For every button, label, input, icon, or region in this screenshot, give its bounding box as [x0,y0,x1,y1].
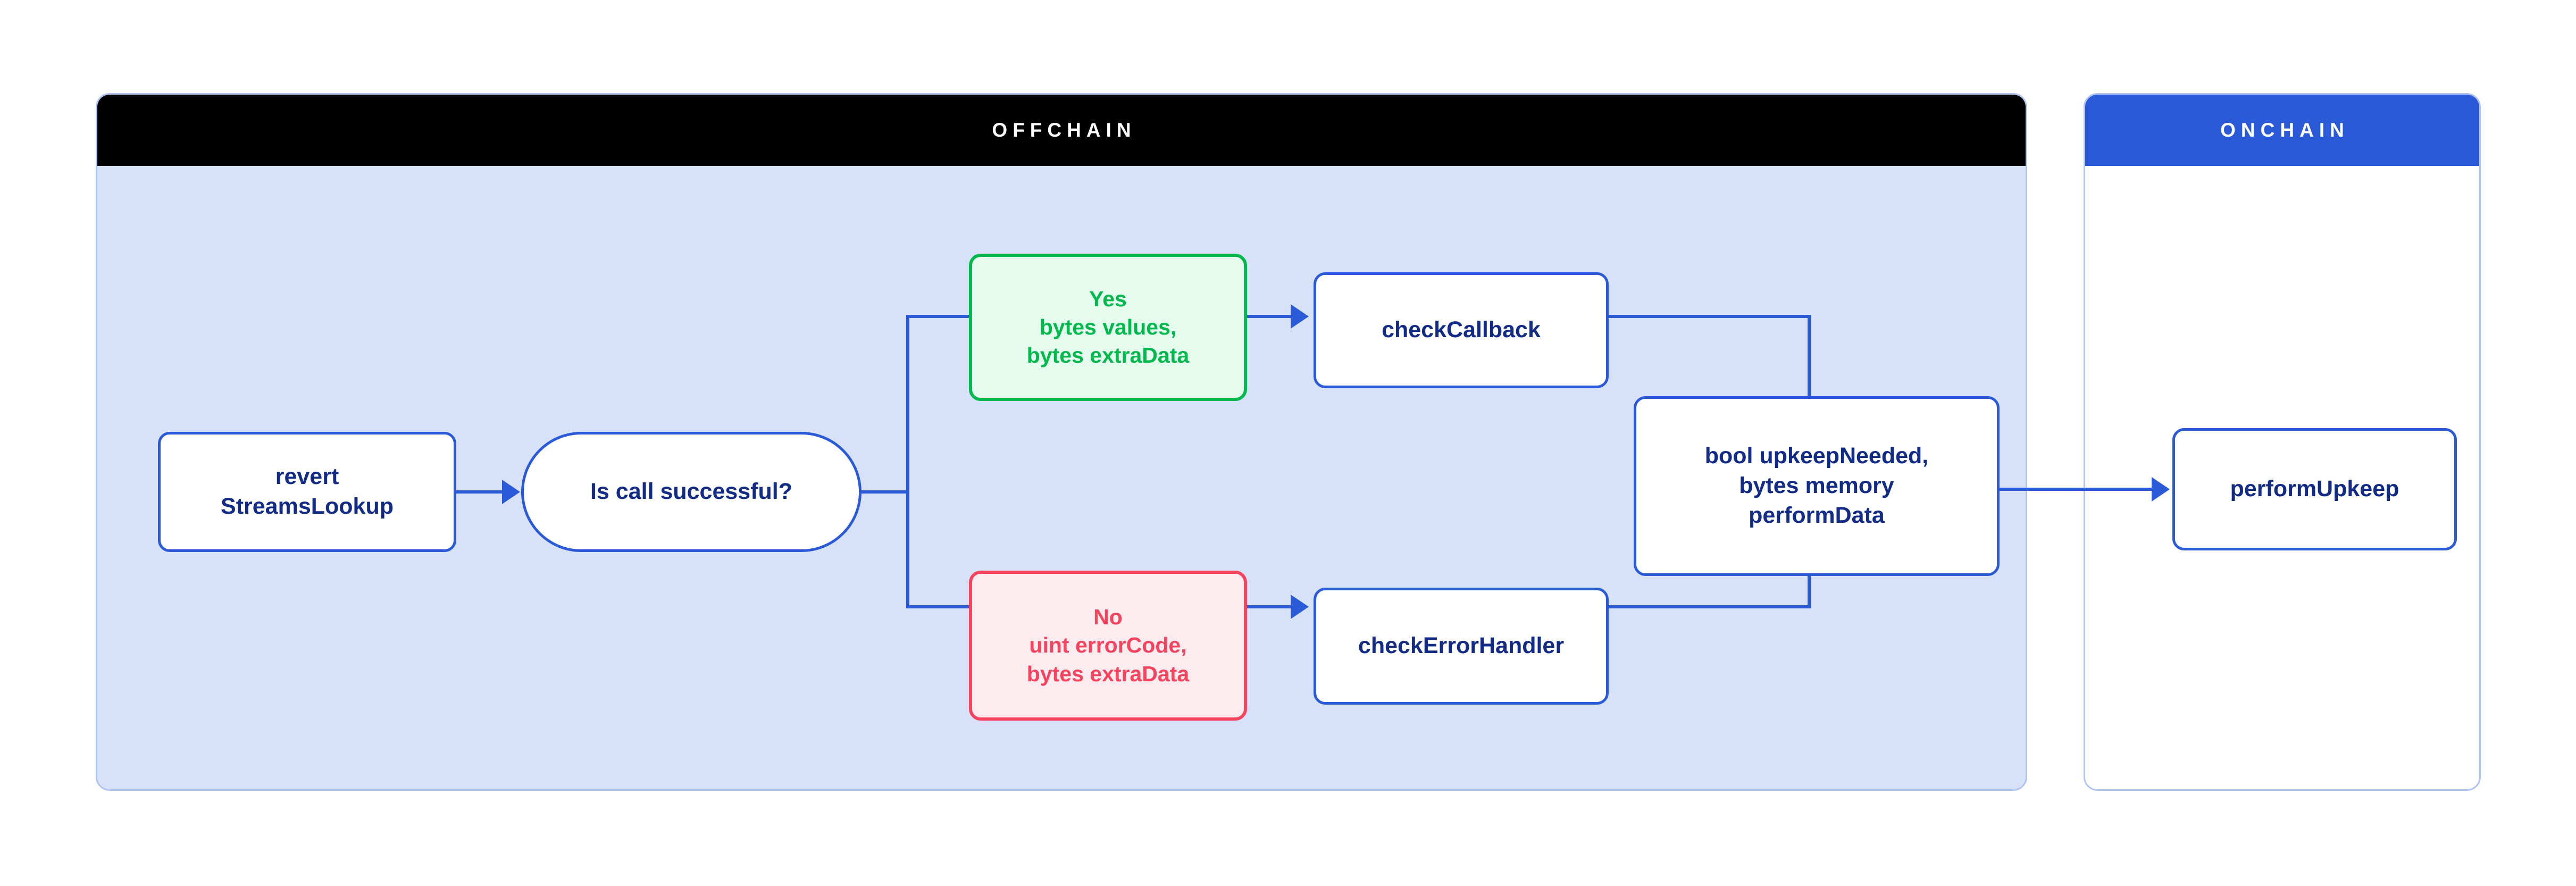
offchain-panel-header: OFFCHAIN [97,95,2026,166]
node-check-error-handler[interactable]: checkErrorHandler [1314,588,1609,705]
onchain-panel-header: ONCHAIN [2085,95,2479,166]
node-no-branch[interactable]: No uint errorCode, bytes extraData [969,571,1247,721]
edge-branch-to-no [906,605,972,608]
edge-checkerrorhandler-to-upkeep-vertical [1808,573,1811,608]
node-yes-branch[interactable]: Yes bytes values, bytes extraData [969,254,1247,401]
arrowhead-icon-yes-to-checkcallback [1291,304,1309,329]
edge-branch-vertical [906,315,909,608]
edge-iscall-stub [862,490,909,494]
node-is-call-successful[interactable]: Is call successful? [521,432,862,552]
edge-checkcallback-to-upkeep-horizontal [1609,315,1811,318]
edge-checkerrorhandler-to-upkeep-horizontal [1609,605,1811,608]
arrowhead-icon-revert-to-iscall [502,480,520,504]
edge-upkeep-to-performupkeep [2000,488,2154,491]
node-revert-streamslookup[interactable]: revert StreamsLookup [158,432,456,552]
node-perform-upkeep[interactable]: performUpkeep [2172,428,2457,550]
edge-no-to-checkerrorhandler [1247,605,1292,608]
node-upkeep-needed[interactable]: bool upkeepNeeded, bytes memory performD… [1634,396,2000,576]
node-check-callback[interactable]: checkCallback [1314,272,1609,388]
arrowhead-icon-no-to-checkerrorhandler [1291,595,1309,619]
arrowhead-icon-upkeep-to-performupkeep [2152,477,2170,501]
edge-checkcallback-to-upkeep-vertical [1808,315,1811,399]
edge-revert-to-iscall [456,490,504,494]
edge-yes-to-checkcallback [1247,315,1292,318]
edge-branch-to-yes [906,315,972,318]
